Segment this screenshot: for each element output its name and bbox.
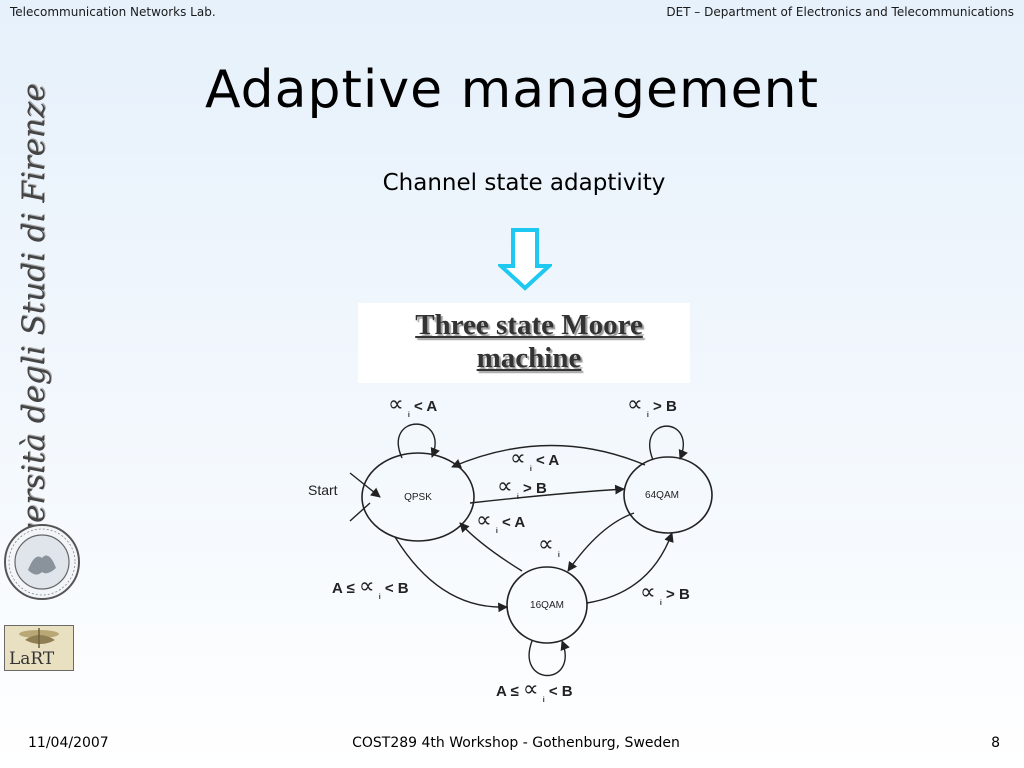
loop-64qam bbox=[649, 425, 688, 461]
state-qpsk bbox=[361, 452, 475, 542]
slide-title: Adaptive management bbox=[204, 60, 819, 120]
start-tail bbox=[349, 502, 371, 522]
state-16qam-label: 16QAM bbox=[530, 600, 564, 611]
footer-date: 11/04/2007 bbox=[28, 735, 109, 751]
university-seal-icon bbox=[4, 524, 80, 600]
loop-16qam bbox=[528, 640, 570, 676]
edge-qpsk-to-16qam bbox=[394, 536, 508, 613]
label-qpsk-self: ∝ i < A bbox=[388, 391, 437, 421]
label-16qam-to-qpsk: ∝ i < A bbox=[476, 507, 525, 537]
slide-subtitle: Channel state adaptivity bbox=[382, 170, 666, 196]
edge-16qam-to-64qam bbox=[586, 532, 674, 604]
state-qpsk-label: QPSK bbox=[404, 492, 432, 503]
label-64qam-self: ∝ i > B bbox=[627, 391, 677, 421]
label-qpsk-to-64qam: ∝ i > B bbox=[497, 473, 547, 503]
label-qpsk-to-16qam: A ≤ ∝ i < B bbox=[332, 573, 409, 603]
down-arrow-icon bbox=[498, 228, 552, 291]
label-16qam-self: A ≤ ∝ i < B bbox=[496, 676, 573, 706]
start-label: Start bbox=[308, 482, 338, 498]
moore-machine-label: Three state Moore machine bbox=[415, 309, 643, 374]
loop-qpsk bbox=[397, 423, 440, 459]
page-number: 8 bbox=[991, 735, 1000, 751]
down-arrow-shape bbox=[498, 228, 552, 291]
edge-qpsk-to-64qam bbox=[469, 484, 625, 504]
edge-16qam-to-qpsk bbox=[459, 522, 523, 572]
start-arrow bbox=[349, 472, 381, 498]
footer-event: COST289 4th Workshop - Gothenburg, Swede… bbox=[352, 735, 680, 751]
lart-logo-text: LaRT bbox=[9, 649, 55, 669]
lart-graphic-icon bbox=[19, 628, 59, 648]
label-64qam-to-qpsk: ∝ i < A bbox=[510, 445, 559, 475]
edge-64qam-to-16qam bbox=[567, 512, 635, 572]
university-name: Università degli Studi di Firenze bbox=[16, 83, 52, 597]
moore-machine-box: Three state Moore machine bbox=[358, 303, 690, 383]
label-64qam-to-16qam: ∝ i bbox=[538, 531, 560, 559]
state-diagram: QPSK 64QAM 16QAM Start ∝ i < A ∝ i > B ∝… bbox=[308, 391, 713, 706]
state-64qam-label: 64QAM bbox=[645, 490, 679, 501]
label-16qam-to-64qam: ∝ i > B bbox=[640, 579, 690, 609]
edge-64qam-to-qpsk bbox=[451, 444, 646, 469]
lart-logo: LaRT bbox=[4, 625, 74, 671]
header-lab-name: Telecommunication Networks Lab. bbox=[10, 5, 216, 19]
header-department: DET – Department of Electronics and Tele… bbox=[666, 5, 1014, 19]
